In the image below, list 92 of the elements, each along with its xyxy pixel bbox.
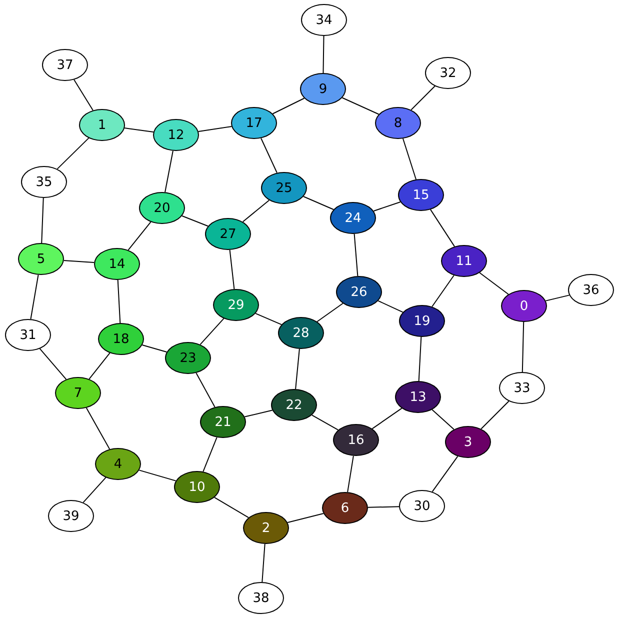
connector-line: [410, 86, 436, 110]
connector-line: [342, 97, 380, 115]
connector-line: [373, 202, 401, 212]
node-ellipse: 11: [441, 245, 487, 277]
connector-line: [138, 470, 176, 482]
node-ellipse: 23: [165, 342, 211, 374]
connector-line: [142, 344, 168, 352]
node-ellipse: 36: [568, 274, 614, 306]
node-ellipse: 4: [95, 448, 141, 480]
node-ellipse: 32: [425, 57, 471, 89]
node-ellipse: 13: [395, 381, 441, 413]
connector-line: [402, 138, 416, 180]
connector-line: [287, 512, 324, 524]
connector-line: [372, 408, 402, 430]
connector-line: [198, 126, 232, 132]
connector-line: [432, 274, 454, 308]
connector-line: [432, 456, 458, 492]
node-ellipse: 22: [271, 389, 317, 421]
node-ellipse: 3: [445, 426, 491, 458]
node-ellipse: 17: [231, 107, 277, 139]
node-ellipse: 28: [278, 317, 324, 349]
connector-line: [63, 260, 95, 263]
node-ellipse: 7: [55, 377, 101, 409]
node-ellipse: 39: [48, 500, 94, 532]
node-ellipse: 31: [5, 319, 51, 351]
connector-line: [214, 496, 249, 518]
connector-line: [41, 198, 44, 244]
connector-line: [262, 543, 266, 583]
connector-line: [303, 196, 334, 210]
connector-line: [124, 128, 154, 132]
connector-line: [295, 348, 300, 390]
connector-line: [316, 302, 344, 322]
node-ellipse: 16: [333, 424, 379, 456]
node-ellipse: 26: [336, 276, 382, 308]
node-ellipse: 38: [238, 582, 284, 614]
node-ellipse: 35: [21, 166, 67, 198]
node-ellipse: 5: [18, 243, 64, 275]
node-ellipse: 9: [300, 73, 346, 105]
connector-line: [164, 150, 174, 193]
connector-line: [56, 138, 90, 170]
connector-line: [200, 318, 224, 345]
connector-line: [255, 312, 282, 326]
connector-line: [347, 455, 354, 493]
node-ellipse: 27: [205, 218, 251, 250]
connector-line: [30, 274, 39, 320]
connector-line: [39, 348, 67, 380]
node-ellipse: 30: [399, 490, 445, 522]
connector-line: [229, 249, 235, 290]
connector-line: [378, 300, 404, 313]
connector-line: [88, 352, 110, 380]
connector-line: [128, 221, 152, 251]
node-ellipse: 8: [375, 107, 421, 139]
node-ellipse: 14: [94, 248, 140, 280]
connector-line: [117, 280, 121, 324]
node-ellipse: 29: [213, 289, 259, 321]
node-ellipse: 33: [499, 372, 545, 404]
connector-line: [480, 400, 510, 430]
connector-line: [74, 79, 94, 111]
node-ellipse: 10: [174, 471, 220, 503]
connector-line: [522, 322, 524, 372]
connector-line: [244, 410, 273, 418]
connector-line: [82, 477, 106, 503]
connector-line: [430, 209, 455, 247]
connector-line: [182, 215, 208, 227]
connector-line: [354, 233, 358, 277]
connector-line: [311, 414, 339, 430]
node-ellipse: 34: [301, 4, 347, 36]
connector-line: [272, 98, 305, 114]
node-ellipse: 12: [153, 119, 199, 151]
connector-line: [322, 36, 324, 74]
connector-line: [418, 336, 422, 382]
connector-line: [545, 294, 570, 302]
connector-line: [196, 372, 216, 408]
connector-line: [242, 200, 270, 222]
node-ellipse: 37: [42, 49, 88, 81]
node-ellipse: 19: [399, 305, 445, 337]
node-ellipse: 20: [139, 192, 185, 224]
node-ellipse: 15: [398, 179, 444, 211]
node-ellipse: 1: [79, 109, 125, 141]
node-ellipse: 6: [322, 492, 368, 524]
node-ellipse: 18: [98, 323, 144, 355]
node-ellipse: 21: [200, 406, 246, 438]
node-ellipse: 24: [330, 202, 376, 234]
connector-line: [367, 506, 400, 508]
node-ellipse: 2: [243, 512, 289, 544]
connector-line: [260, 138, 278, 174]
connector-line: [432, 409, 454, 430]
node-ellipse: 0: [501, 290, 547, 322]
connector-line: [86, 407, 110, 450]
node-ellipse: 25: [261, 172, 307, 204]
connector-line: [202, 436, 218, 472]
connector-line: [479, 272, 509, 295]
